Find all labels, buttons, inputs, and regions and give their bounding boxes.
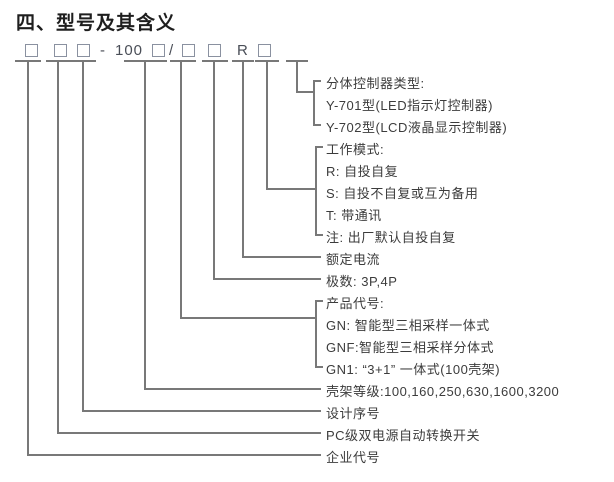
label-switch-name: PC级双电源自动转换开关 xyxy=(326,428,481,443)
label-rated-current: 额定电流 xyxy=(326,252,381,267)
label-design-serial: 设计序号 xyxy=(326,406,381,421)
label-y701: Y-701型(LED指示灯控制器) xyxy=(326,98,493,113)
label-workmode-note: 注: 出厂默认自投自复 xyxy=(326,230,456,245)
underline-1 xyxy=(15,60,41,62)
connector-design-v xyxy=(82,62,84,412)
placeholder-box-switch-type xyxy=(54,44,67,57)
placeholder-box-poles xyxy=(208,44,221,57)
connector-current-h xyxy=(242,256,321,258)
underline-7 xyxy=(232,60,254,62)
connector-enterprise-v xyxy=(27,62,29,456)
connector-splitctrl-h xyxy=(296,91,315,93)
placeholder-box-design-serial xyxy=(77,44,90,57)
label-frame-level: 壳架等级:100,160,250,630,1600,3200 xyxy=(326,384,560,399)
label-product-code-title: 产品代号: xyxy=(326,296,385,311)
underline-8 xyxy=(255,60,279,62)
label-workmode-r: R: 自投自复 xyxy=(326,164,399,179)
label-product-gnf: GNF:智能型三相采样分体式 xyxy=(326,340,495,355)
bracket-product-v xyxy=(315,300,317,368)
underline-5 xyxy=(170,60,196,62)
connector-enterprise-h xyxy=(27,454,321,456)
connector-splitctrl-v xyxy=(296,62,298,93)
connector-poles-v xyxy=(213,62,215,280)
code-dash: - xyxy=(100,42,106,59)
label-workmode-t: T: 带通讯 xyxy=(326,208,382,223)
connector-poles-h xyxy=(213,278,321,280)
label-enterprise-code: 企业代号 xyxy=(326,450,381,465)
bracket-workmode-top-stub xyxy=(315,146,323,148)
label-split-controller-title: 分体控制器类型: xyxy=(326,76,425,91)
placeholder-box-controller xyxy=(258,44,271,57)
label-product-gn: GN: 智能型三相采样一体式 xyxy=(326,318,490,333)
placeholder-box-frame-suffix xyxy=(152,44,165,57)
connector-workmode-h xyxy=(266,188,317,190)
underline-3 xyxy=(71,60,96,62)
underline-9 xyxy=(286,60,308,62)
bracket-product-top-stub xyxy=(315,300,323,302)
underline-6 xyxy=(202,60,228,62)
bracket-product-bottom-stub xyxy=(315,366,323,368)
label-y702: Y-702型(LCD液晶显示控制器) xyxy=(326,120,508,135)
connector-workmode-v xyxy=(266,62,268,190)
bracket-splitctrl-v xyxy=(313,80,315,126)
placeholder-box-product-code xyxy=(182,44,195,57)
connector-switch-h xyxy=(57,432,321,434)
connector-design-h xyxy=(82,410,321,412)
connector-current-v xyxy=(242,62,244,258)
bracket-workmode-bottom-stub xyxy=(315,234,323,236)
code-frame-size: 100 xyxy=(115,42,144,59)
label-poles: 极数: 3P,4P xyxy=(326,274,398,289)
bracket-splitctrl-bottom-stub xyxy=(313,124,321,126)
connector-switch-v xyxy=(57,62,59,434)
connector-product-v xyxy=(180,62,182,319)
connector-frame-v xyxy=(144,62,146,390)
placeholder-box-enterprise xyxy=(25,44,38,57)
underline-2 xyxy=(46,60,71,62)
bracket-workmode-v xyxy=(315,146,317,236)
code-slash: / xyxy=(169,42,175,59)
label-workmode-s: S: 自投不自复或互为备用 xyxy=(326,186,479,201)
label-product-gn1: GN1: “3+1” 一体式(100壳架) xyxy=(326,362,501,377)
connector-product-h xyxy=(180,317,317,319)
connector-frame-h xyxy=(144,388,321,390)
label-workmode-title: 工作模式: xyxy=(326,142,385,157)
underline-4 xyxy=(124,60,167,62)
code-mode-letter: R xyxy=(237,42,249,59)
bracket-splitctrl-top-stub xyxy=(313,80,321,82)
section-title: 四、型号及其含义 xyxy=(16,13,177,34)
